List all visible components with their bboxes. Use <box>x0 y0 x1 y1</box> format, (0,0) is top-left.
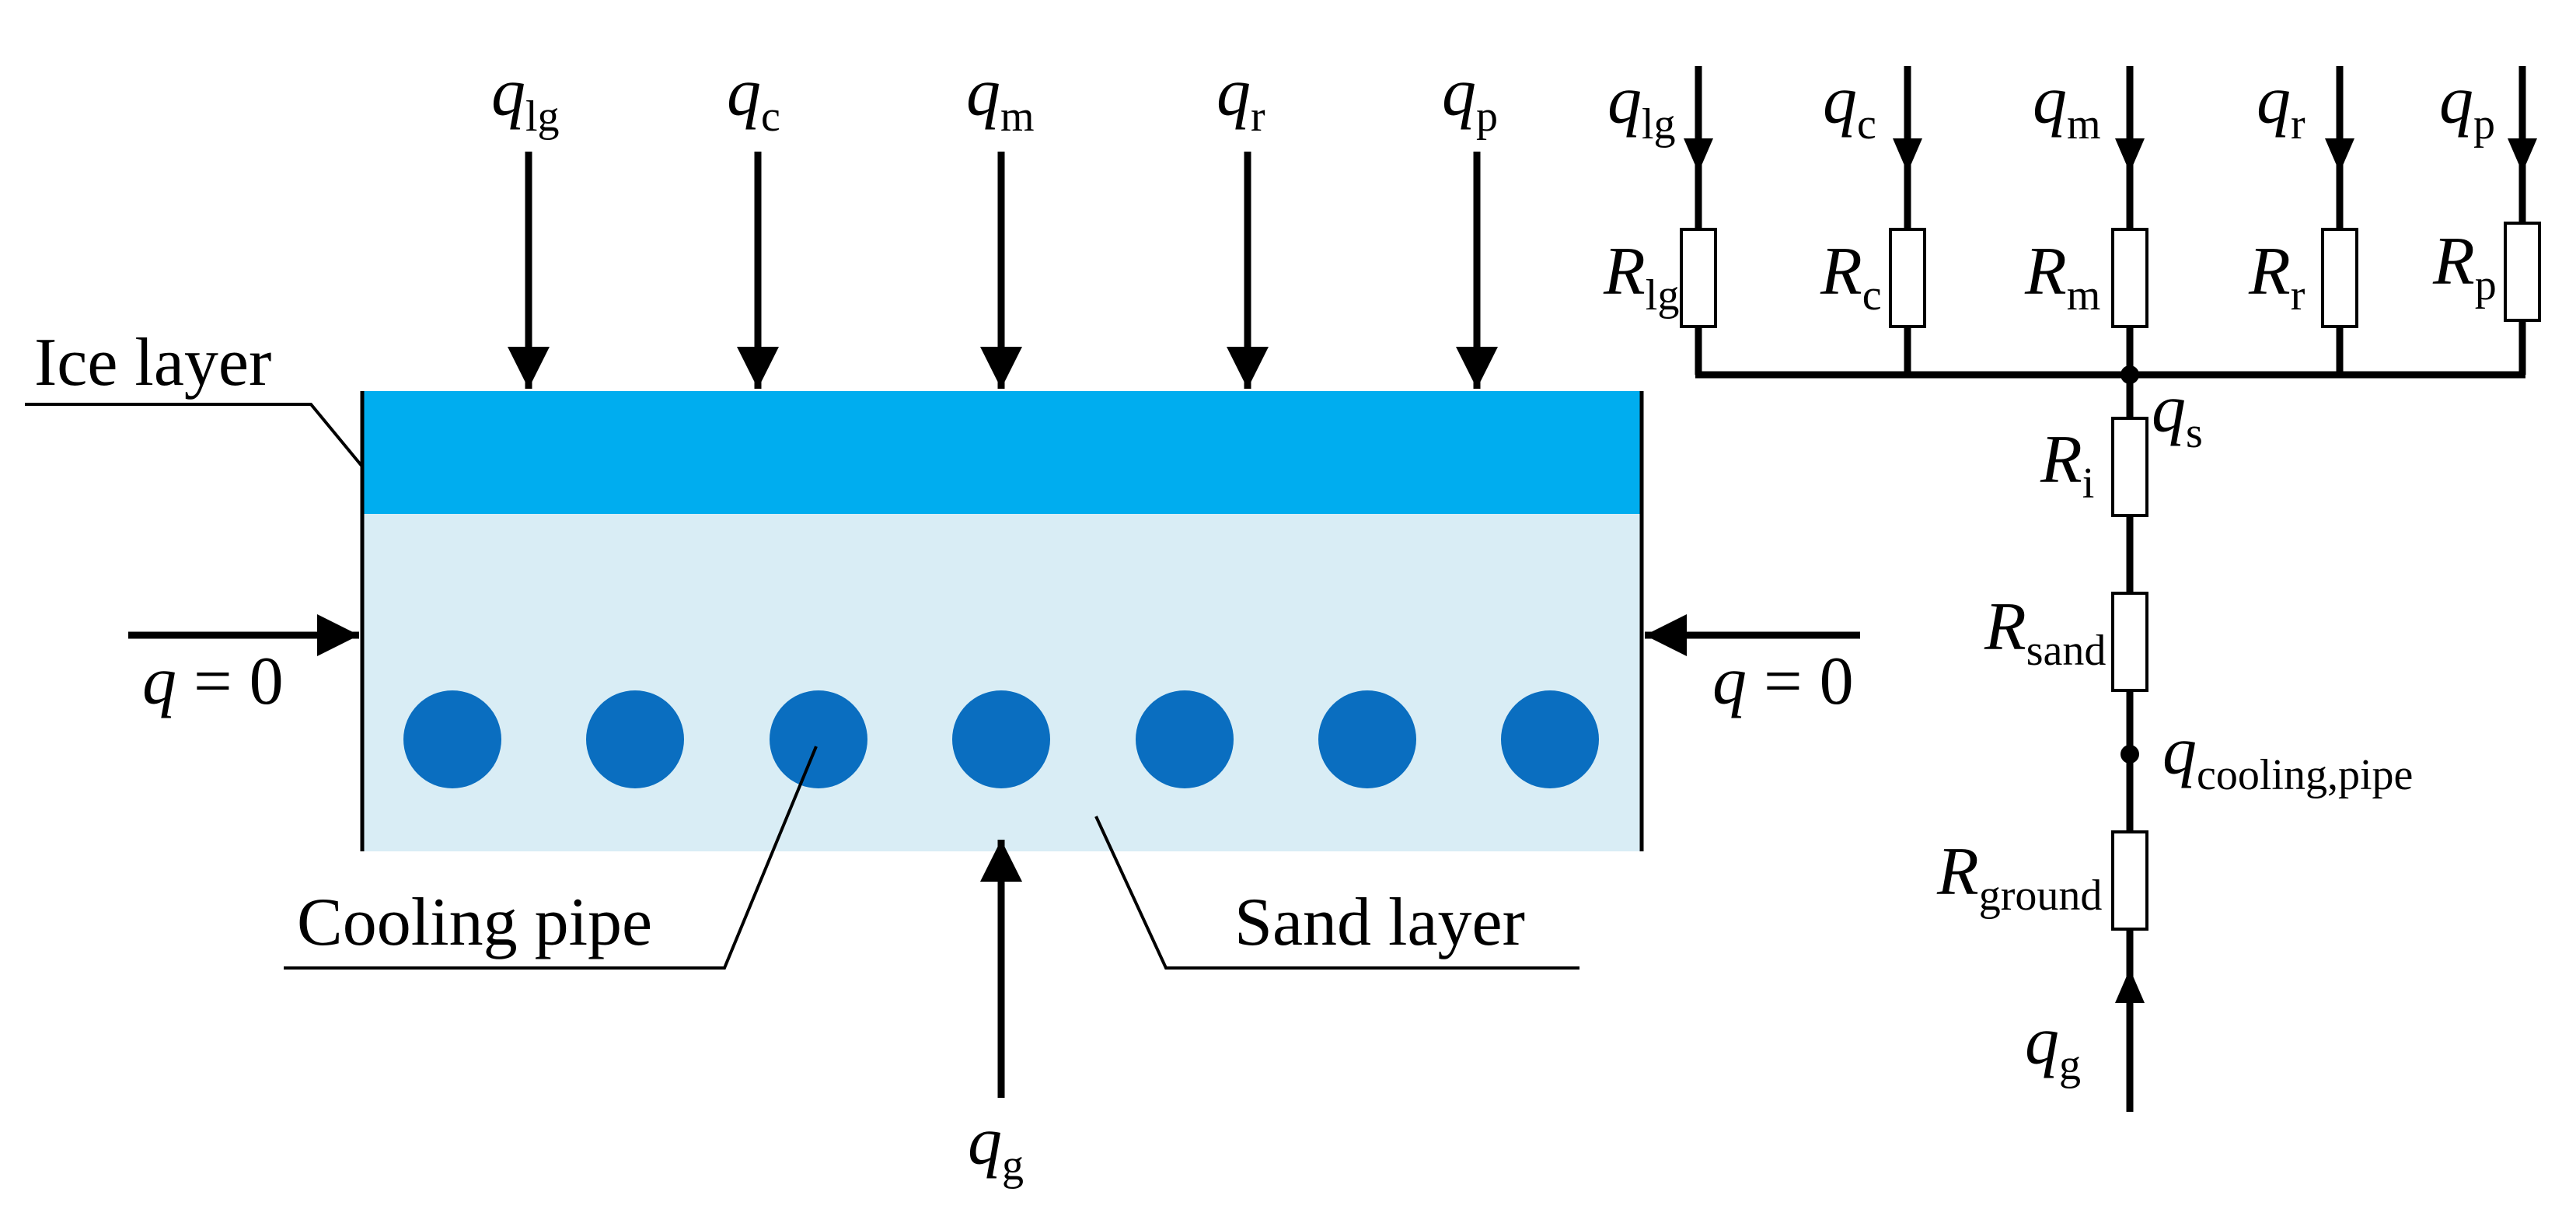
resistor-label-ground: Rground <box>1936 834 2102 920</box>
flux-label-r: qr <box>1216 55 1265 141</box>
pipe-node-label: qcooling,pipe <box>2162 714 2413 799</box>
ice-layer-label: Ice layer <box>34 325 271 400</box>
side-flux-label-left: q = 0 <box>142 644 284 719</box>
network-flux-label-lg: qlg <box>1607 63 1676 149</box>
resistor-p <box>2504 222 2541 322</box>
branch-arrowhead-m <box>2115 138 2145 173</box>
cooling-pipe-circle <box>1501 690 1599 788</box>
resistor-lg <box>1680 228 1717 328</box>
junction-node-surface <box>2120 365 2139 384</box>
flux-label-lg: qlg <box>491 55 560 141</box>
cooling-pipe-circle <box>1318 690 1416 788</box>
bottom-flux-label: qg <box>968 1104 1024 1190</box>
resistor-c <box>1889 228 1926 328</box>
flux-label-c: qc <box>727 55 780 141</box>
cooling-pipe-label: Cooling pipe <box>297 885 652 960</box>
cooling-pipe-circle <box>403 690 501 788</box>
branch-arrowhead-c <box>1893 138 1922 173</box>
cooling-pipe-circle <box>1136 690 1234 788</box>
branch-arrowhead-p <box>2508 138 2537 173</box>
cooling-pipe-circle <box>770 690 867 788</box>
ground-flux-label: qg <box>2025 1004 2081 1089</box>
flux-label-m: qm <box>966 55 1035 141</box>
cooling-pipes <box>403 690 1599 788</box>
surface-node-label: qs <box>2152 372 2203 457</box>
network-flux-label-m: qm <box>2033 63 2101 149</box>
resistor-label-ice: Ri <box>2040 422 2094 508</box>
cooling-pipe-circle <box>586 690 684 788</box>
cooling-pipe-circle <box>952 690 1050 788</box>
resistor-label-lg: Rlg <box>1603 234 1679 320</box>
resistor-ground <box>2111 830 2148 931</box>
sand-layer <box>362 513 1642 851</box>
resistor-label-sand: Rsand <box>1984 589 2106 675</box>
resistor-label-p: Rp <box>2432 224 2497 309</box>
resistor-m <box>2111 228 2148 328</box>
ice-layer <box>362 391 1642 514</box>
resistor-r <box>2321 228 2358 328</box>
sand-layer-leader <box>1094 816 1579 970</box>
resistor-label-c: Rc <box>1820 234 1882 320</box>
cooling-pipe-leader <box>284 746 818 970</box>
flux-label-p: qp <box>1442 55 1498 141</box>
resistor-ice <box>2111 417 2148 517</box>
ice-layer-leader <box>25 403 364 468</box>
junction-node-pipe <box>2120 745 2139 763</box>
resistor-label-m: Rm <box>2024 234 2100 320</box>
resistor-sand <box>2111 592 2148 692</box>
network-flux-label-p: qp <box>2439 63 2495 149</box>
ground-flux-arrowhead <box>2115 969 2145 1003</box>
branch-arrowhead-r <box>2325 138 2354 173</box>
network-flux-label-c: qc <box>1823 63 1876 149</box>
network-flux-label-r: qr <box>2257 63 2305 149</box>
resistor-label-r: Rr <box>2248 234 2305 320</box>
side-flux-label-right: q = 0 <box>1712 644 1854 719</box>
thermal-resistance-network: qlg qc qm qr qp Rlg Rc Rm Rr Rp <box>1603 63 2541 1112</box>
branch-arrowhead-lg <box>1684 138 1713 173</box>
physical-model: qlg qc qm qr qp q = 0 q = 0 qg <box>25 55 1860 1190</box>
sand-layer-label: Sand layer <box>1234 885 1525 960</box>
